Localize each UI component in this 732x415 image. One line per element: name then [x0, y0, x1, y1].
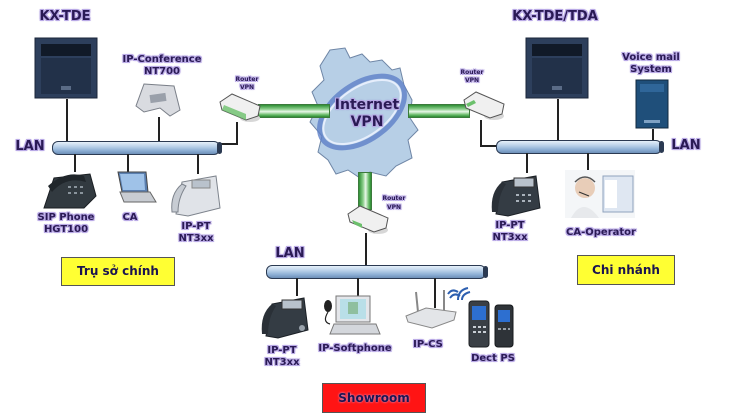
- device-label: IP-PT: [495, 220, 525, 231]
- connector: [480, 120, 482, 146]
- router-label-showroom-2: VPN: [386, 204, 402, 211]
- router-icon: [347, 205, 389, 234]
- device-label: IP-PT: [267, 345, 297, 356]
- cloud-label-vpn: VPN: [350, 114, 384, 130]
- router-label-branch-1: Router: [460, 69, 484, 76]
- device-label: IP-PT: [181, 221, 211, 232]
- head-office-lan-bus: [52, 141, 222, 155]
- internet-vpn-cloud: [309, 47, 419, 179]
- router-label-head-office-2: VPN: [239, 84, 255, 91]
- ip-phone-icon: [171, 175, 221, 217]
- device-label: CA: [122, 212, 138, 223]
- laptop-icon: [117, 171, 157, 203]
- sip-phone-icon: [43, 173, 97, 209]
- branch-pbx-label: KX-TDE/TDA: [512, 9, 598, 24]
- showroom-tag: Showroom: [322, 383, 426, 413]
- pbx-cabinet-icon: [34, 37, 98, 99]
- connector: [587, 153, 589, 173]
- ip-cs-base-station-icon: [405, 289, 461, 329]
- device-label: NT3xx: [492, 232, 528, 243]
- connector: [480, 145, 498, 147]
- branch-lan-label: LAN: [671, 138, 701, 153]
- connector: [652, 129, 654, 141]
- wan-link-branch: [408, 104, 470, 118]
- conference-label-2: NT700: [143, 66, 181, 77]
- branch-tag: Chi nhánh: [577, 255, 675, 285]
- connector: [526, 153, 528, 173]
- pbx-cabinet-icon: [525, 37, 589, 99]
- connector: [296, 278, 298, 296]
- device-label: NT3xx: [264, 357, 300, 368]
- device-label: NT3xx: [178, 233, 214, 244]
- showroom-lan-label: LAN: [275, 246, 305, 261]
- operator-headset-icon: [565, 170, 635, 218]
- connector: [197, 154, 199, 174]
- ip-phone-icon: [491, 175, 541, 217]
- device-label: IP-CS: [413, 339, 443, 350]
- showroom-lan-bus: [266, 265, 488, 279]
- device-label: Dect PS: [471, 353, 515, 364]
- connector: [74, 154, 76, 172]
- voicemail-unit-icon: [635, 79, 669, 129]
- connector: [357, 278, 359, 296]
- connector: [158, 117, 160, 141]
- wireless-signal-icon: [457, 287, 471, 301]
- connector: [434, 278, 436, 308]
- conference-phone-icon: [135, 83, 181, 117]
- head-office-lan-label: LAN: [15, 139, 45, 154]
- router-label-branch-2: VPN: [464, 77, 480, 84]
- conference-label-1: IP-Conference: [122, 54, 202, 65]
- router-icon: [219, 93, 261, 122]
- connector: [220, 143, 238, 145]
- router-label-head-office-1: Router: [235, 76, 259, 83]
- head-office-pbx-label: KX-TDE: [39, 9, 91, 24]
- connector: [557, 99, 559, 141]
- connector: [236, 122, 238, 144]
- dect-handset-icon: [494, 304, 514, 348]
- wan-link-head-office: [258, 104, 330, 118]
- device-label: SIP Phone: [37, 212, 95, 223]
- router-icon: [463, 91, 505, 120]
- voicemail-label-1: Voice mail: [622, 52, 680, 63]
- connector: [127, 154, 129, 172]
- device-label: CA-Operator: [566, 227, 636, 238]
- cloud-label-internet: Internet: [334, 97, 400, 113]
- connector: [365, 233, 367, 265]
- dect-handset-icon: [468, 300, 490, 348]
- head-office-tag: Trụ sở chính: [61, 257, 175, 286]
- device-label: IP-Softphone: [318, 343, 392, 354]
- device-label: HGT100: [43, 224, 89, 235]
- connector: [66, 99, 68, 141]
- voicemail-label-2: System: [630, 64, 672, 75]
- router-label-showroom-1: Router: [382, 195, 406, 202]
- desktop-computer-icon: [324, 295, 381, 335]
- branch-lan-bus: [496, 140, 664, 154]
- ip-phone-icon: [261, 297, 309, 339]
